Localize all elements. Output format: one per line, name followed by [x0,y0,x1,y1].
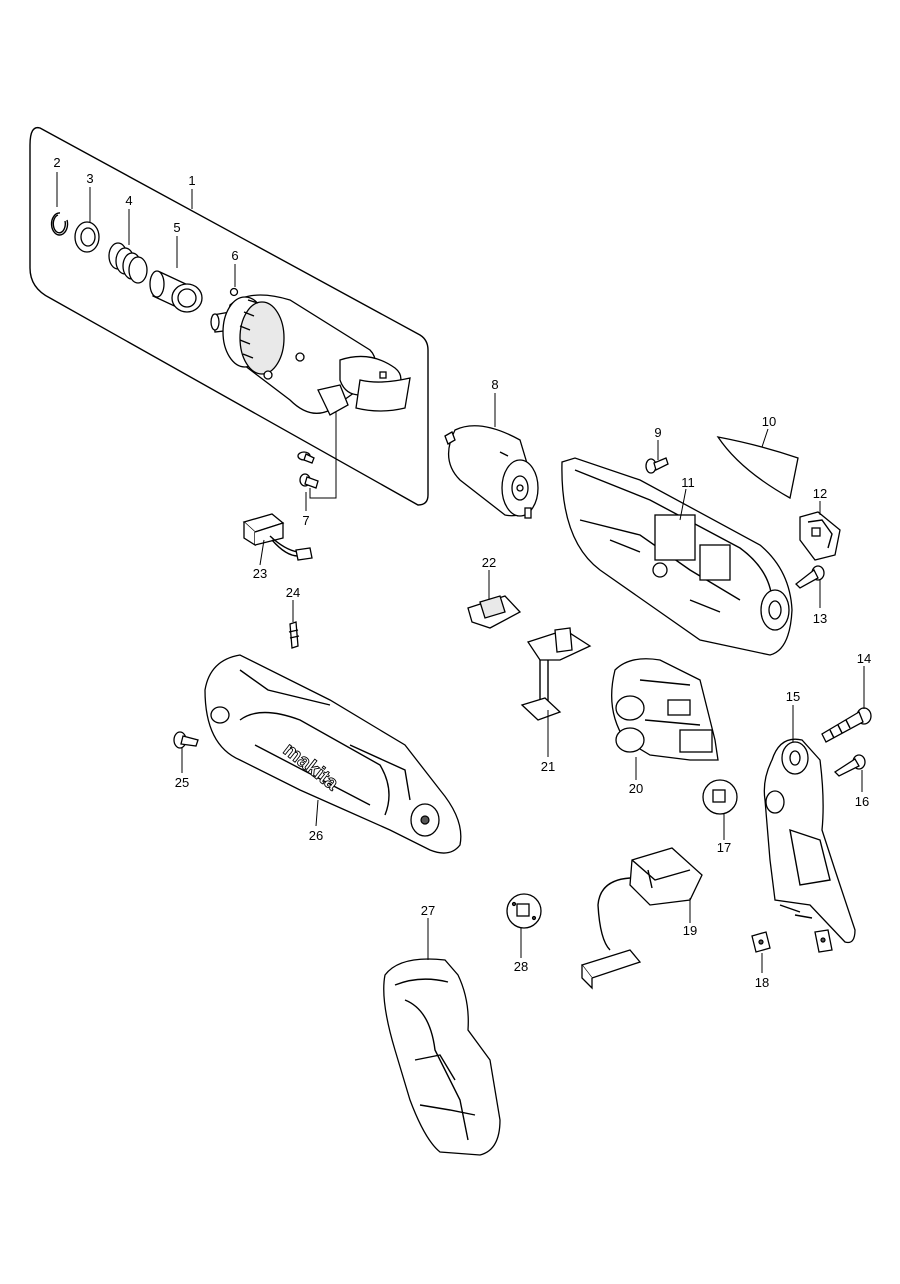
callout-8: 8 [491,377,498,392]
leader-lines [56,172,865,973]
callout-25: 25 [175,775,189,790]
part-25-screw[interactable] [173,731,199,749]
part-9-screw[interactable] [645,457,669,474]
callout-15: 15 [786,689,800,704]
callout-19: 19 [683,923,697,938]
callout-20: 20 [629,781,643,796]
part-7-screw-lower[interactable] [299,473,319,489]
part-11-motor-housing[interactable] [561,457,793,656]
callout-18: 18 [755,975,769,990]
callout-12: 12 [813,486,827,501]
part-number-labels: 1 2 3 4 5 6 7 8 9 10 11 12 13 14 15 16 1… [53,155,871,990]
callout-16: 16 [855,794,869,809]
callout-2: 2 [53,155,60,170]
part-4-spring[interactable] [108,242,148,284]
part-14-screw[interactable] [821,707,872,743]
part-6-steel-ball[interactable] [229,287,239,297]
callout-24: 24 [286,585,300,600]
callout-17: 17 [717,840,731,855]
part-18-terminal-left[interactable] [751,931,771,953]
callout-28: 28 [514,959,528,974]
part-7-screw-upper[interactable] [297,451,315,464]
callout-21: 21 [541,759,555,774]
callout-14: 14 [857,651,871,666]
callout-10: 10 [762,414,776,429]
part-5-sleeve[interactable] [149,270,203,313]
callout-9: 9 [654,425,661,440]
assembly-group-outline [29,126,429,506]
callout-5: 5 [173,220,180,235]
part-22-button[interactable] [467,595,522,629]
part-18-terminal-right[interactable] [814,929,833,953]
part-19-battery-block[interactable] [580,847,703,990]
callout-1: 1 [188,173,195,188]
part-27-grip[interactable] [383,958,501,1156]
part-3-washer[interactable] [74,221,100,253]
callout-7: 7 [302,513,309,528]
callout-13: 13 [813,611,827,626]
part-23-terminal-wires[interactable] [242,513,313,561]
callout-3: 3 [86,171,93,186]
callout-11: 11 [681,475,695,490]
part-13-screw[interactable] [795,565,825,589]
callout-23: 23 [253,566,267,581]
part-17-plate[interactable] [702,779,738,815]
callout-4: 4 [125,193,132,208]
part-12-cover[interactable] [799,511,841,561]
part-24-clip[interactable] [288,621,300,649]
part-21-bracket[interactable] [520,627,592,721]
part-15-rear-cover[interactable] [763,738,856,944]
callout-6: 6 [231,248,238,263]
part-28-plate[interactable] [506,893,542,929]
part-20-switch[interactable] [611,658,719,761]
part-8-motor[interactable] [444,425,539,519]
part-26-housing[interactable] [204,654,462,854]
part-1-gear-assembly[interactable] [210,294,411,416]
part-16-screw[interactable] [833,754,866,777]
callout-26: 26 [309,828,323,843]
leader-assembly-to-7 [309,412,337,499]
part-2-retaining-ring[interactable] [50,212,69,236]
part-10-name-plate[interactable] [716,436,799,500]
callout-22: 22 [482,555,496,570]
callout-27: 27 [421,903,435,918]
